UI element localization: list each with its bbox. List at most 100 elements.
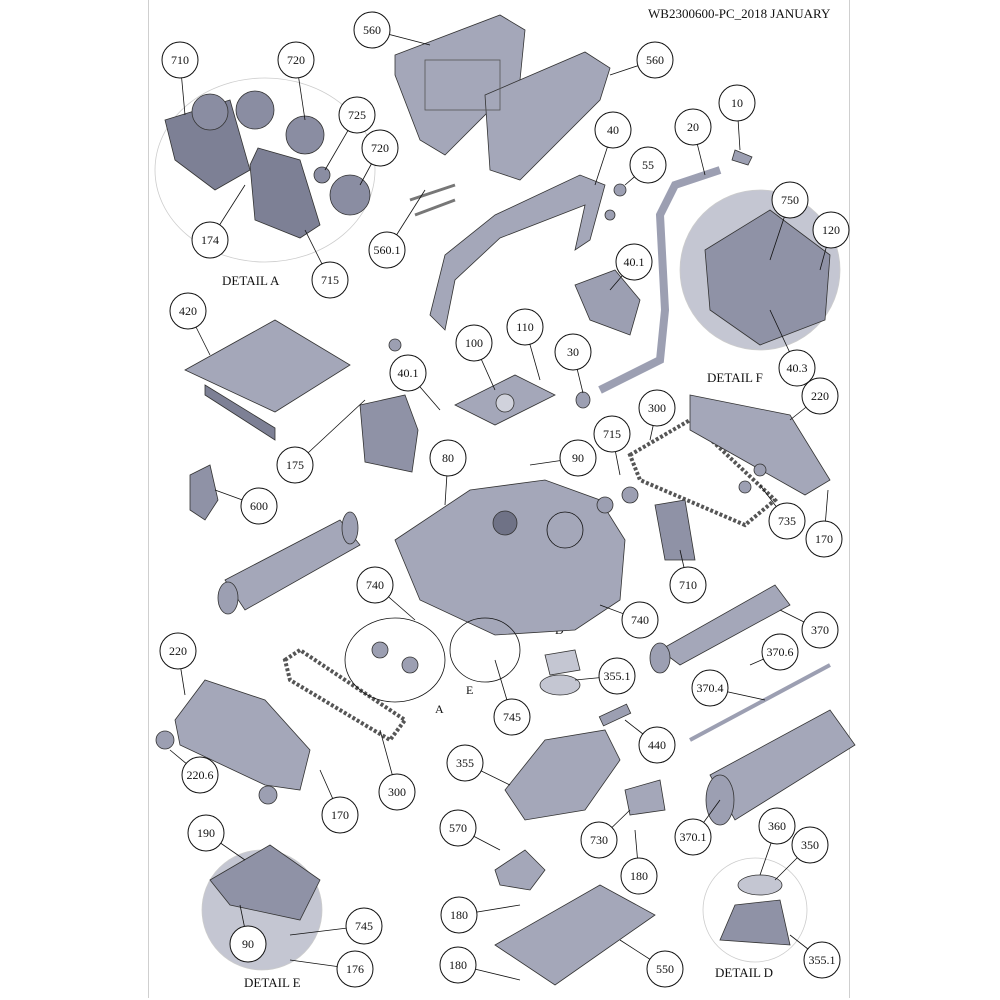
callout-label: 710	[171, 53, 189, 67]
callout-label: 725	[348, 108, 366, 122]
callout-circle	[181, 756, 219, 794]
cover-560a	[394, 14, 526, 156]
document-code: WB2300600-PC_2018 JANUARY	[648, 6, 831, 21]
track-300-right	[627, 417, 779, 528]
callout-circle	[191, 221, 229, 259]
callout-420: 420	[169, 292, 207, 330]
callout-circle	[646, 950, 684, 988]
detail-a-circle	[154, 77, 376, 263]
callout-circle	[338, 96, 376, 134]
callout-circle	[159, 632, 197, 670]
callout-740: 740	[621, 601, 659, 639]
part-600	[189, 464, 219, 521]
view-letter-e: E	[466, 683, 474, 697]
roller-left-end	[341, 511, 359, 545]
detail-f-marker	[546, 511, 584, 549]
callout-circle	[446, 744, 484, 782]
callout-label: 745	[355, 919, 373, 933]
callout-710: 710	[161, 41, 199, 79]
rod-560-1a	[409, 183, 456, 202]
callout-label: 355.1	[809, 953, 836, 967]
knob-30	[575, 391, 591, 409]
detail-a-marker	[344, 617, 446, 703]
callout-circle	[439, 946, 477, 984]
bolt-420	[388, 338, 402, 352]
callout-label: 120	[822, 223, 840, 237]
callout-circle	[620, 857, 658, 895]
callout-circle	[718, 84, 756, 122]
detail-f-caption: DETAIL F	[707, 370, 763, 385]
gear-725	[313, 166, 331, 184]
callout-label: 180	[450, 908, 468, 922]
callout-circle	[439, 809, 477, 847]
callout-550: 550	[646, 950, 684, 988]
cup-355-1	[539, 674, 581, 696]
callout-circle	[277, 41, 315, 79]
callout-560: 560	[353, 11, 391, 49]
callout-730: 730	[580, 821, 618, 859]
callout-circle	[455, 324, 493, 362]
callout-circle	[311, 261, 349, 299]
callout-55: 55	[629, 146, 667, 184]
callout-label: 735	[778, 514, 796, 528]
callout-label: 560.1	[374, 243, 401, 257]
callout-40: 40	[594, 111, 632, 149]
callout-190: 190	[187, 814, 225, 852]
callout-715: 715	[311, 261, 349, 299]
callout-label: 175	[286, 458, 304, 472]
callout-725: 725	[338, 96, 376, 134]
callout-circle	[621, 601, 659, 639]
callout-715: 715	[593, 415, 631, 453]
callout-circle	[629, 146, 667, 184]
callout-175: 175	[276, 446, 314, 484]
view-letter-a: A	[435, 702, 444, 716]
callout-label: 740	[366, 578, 384, 592]
detail-e-caption: DETAIL E	[244, 975, 301, 990]
gear-720c	[285, 115, 325, 155]
callout-circle	[353, 11, 391, 49]
roller-left	[224, 519, 361, 611]
detail-d-cup	[737, 874, 783, 896]
callout-circle	[506, 308, 544, 346]
callout-label: 180	[449, 958, 467, 972]
callout-circle	[803, 941, 841, 979]
gear-715a	[596, 496, 614, 514]
callout-370-1: 370.1	[674, 818, 712, 856]
callout-label: 40.3	[787, 361, 808, 375]
callout-label: 350	[801, 838, 819, 852]
callout-circle	[812, 211, 850, 249]
callout-170: 170	[321, 796, 359, 834]
callout-circle	[187, 814, 225, 852]
callout-180: 180	[440, 896, 478, 934]
callout-circle	[240, 487, 278, 525]
callout-720: 720	[361, 129, 399, 167]
clip-355-1	[544, 649, 581, 676]
callout-740: 740	[356, 566, 394, 604]
callout-710: 710	[669, 566, 707, 604]
filter-100	[495, 393, 515, 413]
callout-label: 740	[631, 613, 649, 627]
callout-label: 30	[567, 345, 579, 359]
sprocket-735b	[753, 463, 767, 477]
callout-440: 440	[638, 726, 676, 764]
callout-label: 180	[630, 869, 648, 883]
callout-label: 220.6	[187, 768, 214, 782]
side-frame-220-left	[174, 679, 311, 791]
callout-circle	[638, 389, 676, 427]
callout-circle	[276, 446, 314, 484]
roller-370-cap	[649, 642, 671, 674]
callout-circle	[669, 566, 707, 604]
callout-label: 600	[250, 499, 268, 513]
sheet-frame	[148, 0, 850, 998]
callout-label: 360	[768, 819, 786, 833]
callout-560-1: 560.1	[368, 231, 406, 269]
callout-label: 370.4	[697, 681, 724, 695]
callout-label: 10	[731, 96, 743, 110]
callout-100: 100	[455, 324, 493, 362]
callout-label: 355	[456, 756, 474, 770]
callout-30: 30	[554, 333, 592, 371]
callout-circle	[768, 502, 806, 540]
callout-170: 170	[805, 520, 843, 558]
